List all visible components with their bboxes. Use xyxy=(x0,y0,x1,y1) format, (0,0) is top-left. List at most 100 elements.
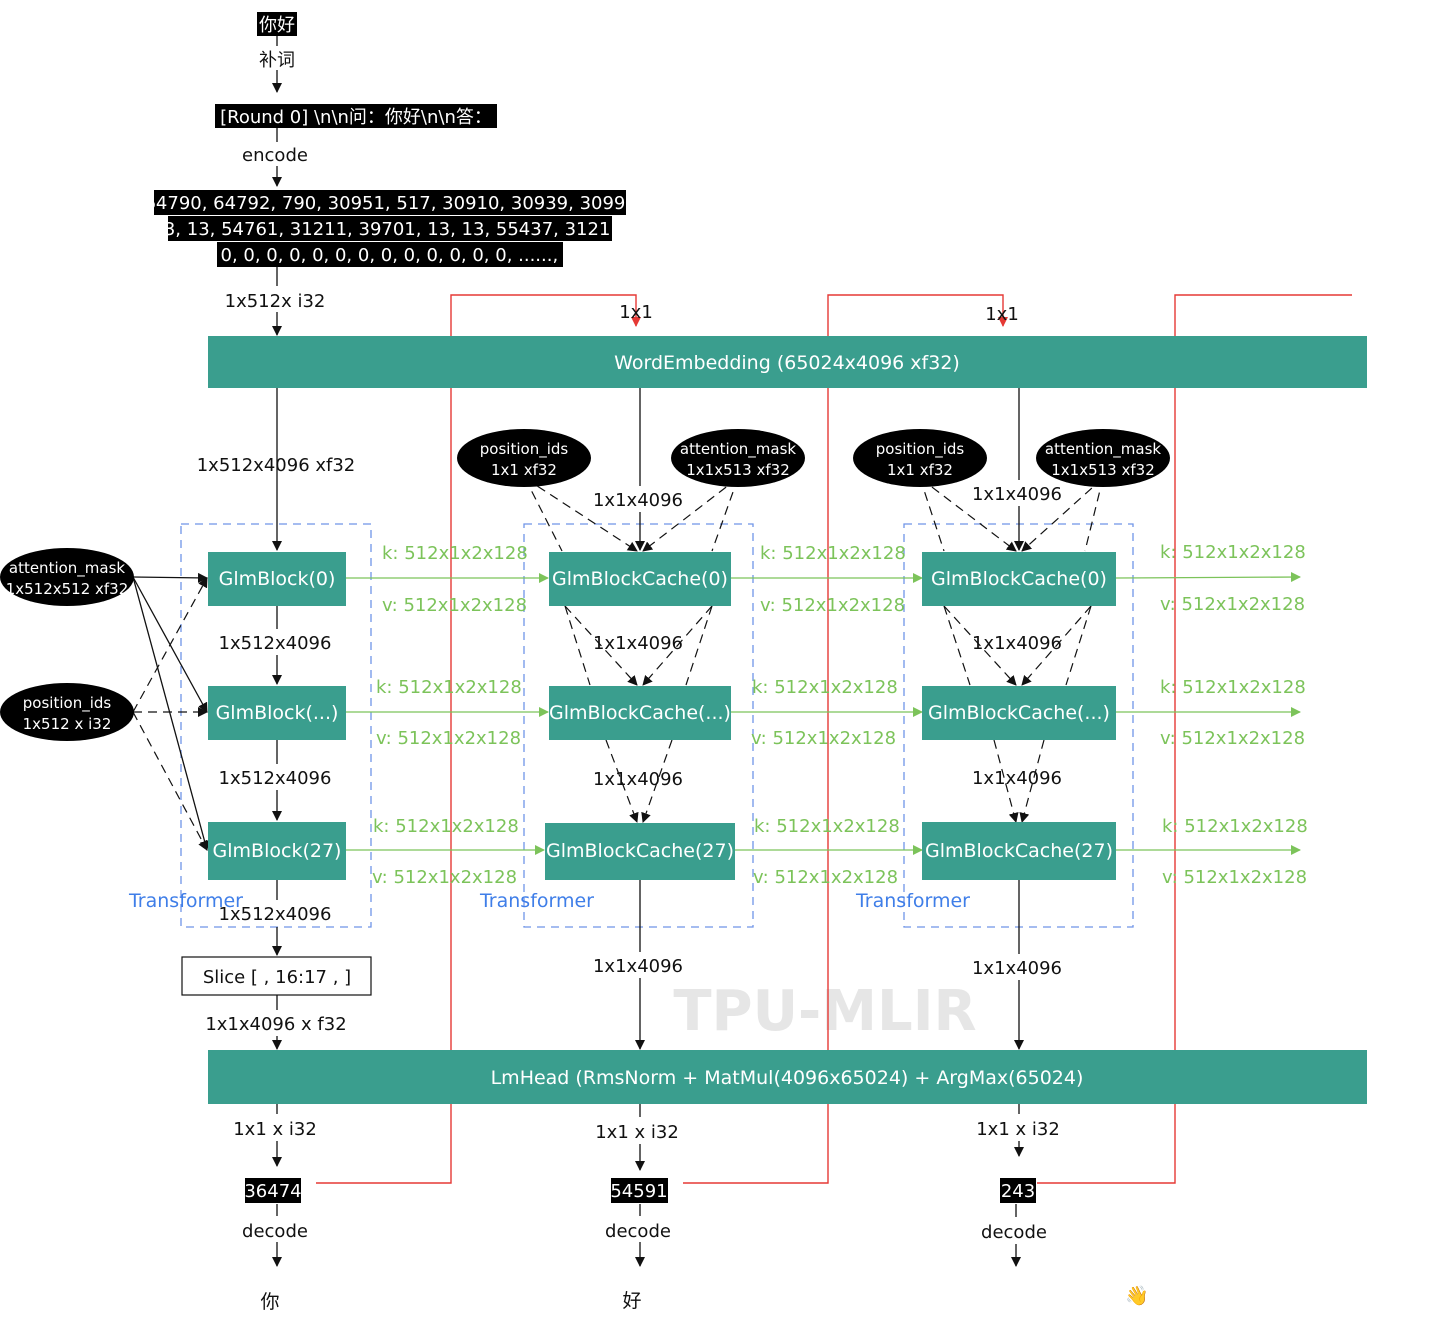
col3-block-0 xyxy=(922,552,1116,606)
output-3-decode: decode xyxy=(981,1222,1047,1243)
kv-v-3-1: v: 512x1x2x128 xyxy=(1160,594,1305,615)
col1-transformer-label: Transformer xyxy=(128,890,243,912)
output-1-token: 36474 xyxy=(244,1181,301,1202)
input-shape: 1x512x i32 xyxy=(225,291,326,312)
col2-block-0-label: GlmBlockCache(0) xyxy=(552,568,728,590)
col3-block-mid-label: GlmBlockCache(...) xyxy=(928,702,1110,724)
lm-head-block xyxy=(208,1050,1367,1104)
col1-attention-mask-name: attention_mask xyxy=(9,559,126,578)
slice-label: Slice [ , 16:17 , ] xyxy=(203,967,351,988)
step-encode: encode xyxy=(242,145,308,166)
col3-after: 1x1x4096 xyxy=(972,958,1062,979)
col1-attention-mask-node xyxy=(0,548,134,606)
col2-between-2: 1x1x4096 xyxy=(593,769,683,790)
kv-v-3-3: v: 512x1x2x128 xyxy=(1162,867,1307,888)
kv-v-3-2: v: 512x1x2x128 xyxy=(1160,728,1305,749)
col1-embed-out: 1x512x4096 xf32 xyxy=(197,455,356,476)
col1-block-mid-label: GlmBlock(...) xyxy=(216,702,339,724)
col1-block-0 xyxy=(208,552,346,606)
col3-attention-mask-node xyxy=(1036,429,1170,487)
col3-block-27 xyxy=(922,822,1116,880)
output-3-token-box xyxy=(1000,1178,1036,1203)
input-text-box xyxy=(257,12,297,36)
kv-v-2-2: v: 512x1x2x128 xyxy=(751,728,896,749)
kv-k-3-3: k: 512x1x2x128 xyxy=(1162,816,1308,837)
col2-after: 1x1x4096 xyxy=(593,956,683,977)
slice-out: 1x1x4096 x f32 xyxy=(205,1014,346,1035)
prompt-text: [Round 0] \n\n问：你好\n\n答： xyxy=(220,107,492,128)
col1-position-ids-shape: 1x512 x i32 xyxy=(23,715,112,733)
tokens-line-1-box xyxy=(154,190,626,215)
col2-attention-mask-node xyxy=(671,429,805,487)
col3-embed-out: 1x1x4096 xyxy=(972,484,1062,505)
output-2-decode: decode xyxy=(605,1221,671,1242)
col2-block-27 xyxy=(545,823,735,880)
col3-transformer-label: Transformer xyxy=(855,890,970,912)
tokens-line-1: [64790, 64792, 790, 30951, 517, 30910, 3… xyxy=(137,193,642,214)
output-1-shape: 1x1 x i32 xyxy=(233,1119,317,1140)
kv-k-1-3: k: 512x1x2x128 xyxy=(373,816,519,837)
kv-k-2-1: k: 512x1x2x128 xyxy=(760,543,906,564)
col1-block-0-label: GlmBlock(0) xyxy=(219,568,336,590)
output-2-text: 好 xyxy=(622,1290,641,1312)
col2-block-0 xyxy=(549,552,731,606)
kv-k-2-3: k: 512x1x2x128 xyxy=(754,816,900,837)
kv-cache-lines xyxy=(346,572,1301,855)
kv-v-2-1: v: 512x1x2x128 xyxy=(760,595,905,616)
col2-attention-mask-name: attention_mask xyxy=(680,440,797,459)
output-3-text: 👋 xyxy=(1125,1285,1149,1307)
kv-k-3-1: k: 512x1x2x128 xyxy=(1160,542,1306,563)
col1-position-ids-node xyxy=(0,683,134,741)
output-1-token-box xyxy=(245,1178,301,1203)
kv-k-3-2: k: 512x1x2x128 xyxy=(1160,677,1306,698)
col2-transformer-label: Transformer xyxy=(479,890,594,912)
col3-position-ids-node xyxy=(853,429,987,487)
col3-attention-mask-name: attention_mask xyxy=(1045,440,1162,459)
kv-k-1-1: k: 512x1x2x128 xyxy=(382,543,528,564)
col1-after: 1x512x4096 xyxy=(219,904,332,925)
col1-attention-mask-shape: 1x512x512 xf32 xyxy=(6,580,129,598)
col2-position-ids-shape: 1x1 xf32 xyxy=(491,461,557,479)
col1-position-ids-name: position_ids xyxy=(23,694,112,713)
prompt-box xyxy=(215,104,497,128)
col2-block-mid xyxy=(549,686,731,740)
kv-v-2-3: v: 512x1x2x128 xyxy=(753,867,898,888)
kv-v-1-1: v: 512x1x2x128 xyxy=(382,595,527,616)
col1-between-2: 1x512x4096 xyxy=(219,768,332,789)
watermark: TPU-MLIR xyxy=(673,979,976,1044)
col3-block-27-label: GlmBlockCache(27) xyxy=(925,840,1113,862)
lm-head-label: LmHead (RmsNorm + MatMul(4096x65024) + A… xyxy=(491,1067,1084,1089)
col1-block-27-label: GlmBlock(27) xyxy=(213,840,342,862)
output-3-shape: 1x1 x i32 xyxy=(976,1119,1060,1140)
output-1-text: 你 xyxy=(260,1291,279,1313)
tokens-line-2-box xyxy=(168,216,612,241)
kv-k-2-2: k: 512x1x2x128 xyxy=(752,677,898,698)
col3-block-mid xyxy=(922,686,1116,740)
col3-attention-mask-shape: 1x1x513 xf32 xyxy=(1051,461,1154,479)
col1-block-mid xyxy=(208,686,346,740)
col2-block-mid-label: GlmBlockCache(...) xyxy=(549,702,731,724)
col2-block-27-label: GlmBlockCache(27) xyxy=(546,840,734,862)
col3-between-2: 1x1x4096 xyxy=(972,768,1062,789)
col1-block-27 xyxy=(208,822,346,880)
transformer-container-2 xyxy=(523,523,754,928)
step-fill: 补词 xyxy=(259,50,295,71)
col2-between-1: 1x1x4096 xyxy=(593,633,683,654)
kv-v-1-3: v: 512x1x2x128 xyxy=(372,867,517,888)
tokens-line-3-box xyxy=(217,242,563,267)
col2-position-ids-node xyxy=(457,429,591,487)
col3-position-ids-name: position_ids xyxy=(876,440,965,459)
word-embedding-block xyxy=(208,336,1367,388)
col1-between-1: 1x512x4096 xyxy=(219,633,332,654)
col2-position-ids-name: position_ids xyxy=(480,440,569,459)
output-1-decode: decode xyxy=(242,1221,308,1242)
tokens-line-2: 13, 13, 54761, 31211, 39701, 13, 13, 554… xyxy=(152,219,627,240)
feedback-shape-2: 1x1 xyxy=(985,304,1019,325)
col2-attention-mask-shape: 1x1x513 xf32 xyxy=(686,461,789,479)
word-embedding-label: WordEmbedding (65024x4096 xf32) xyxy=(614,352,960,374)
transformer-container-1 xyxy=(180,523,372,928)
col3-position-ids-shape: 1x1 xf32 xyxy=(887,461,953,479)
output-2-token: 54591 xyxy=(610,1181,667,1202)
feedback-lines xyxy=(316,294,1352,1184)
